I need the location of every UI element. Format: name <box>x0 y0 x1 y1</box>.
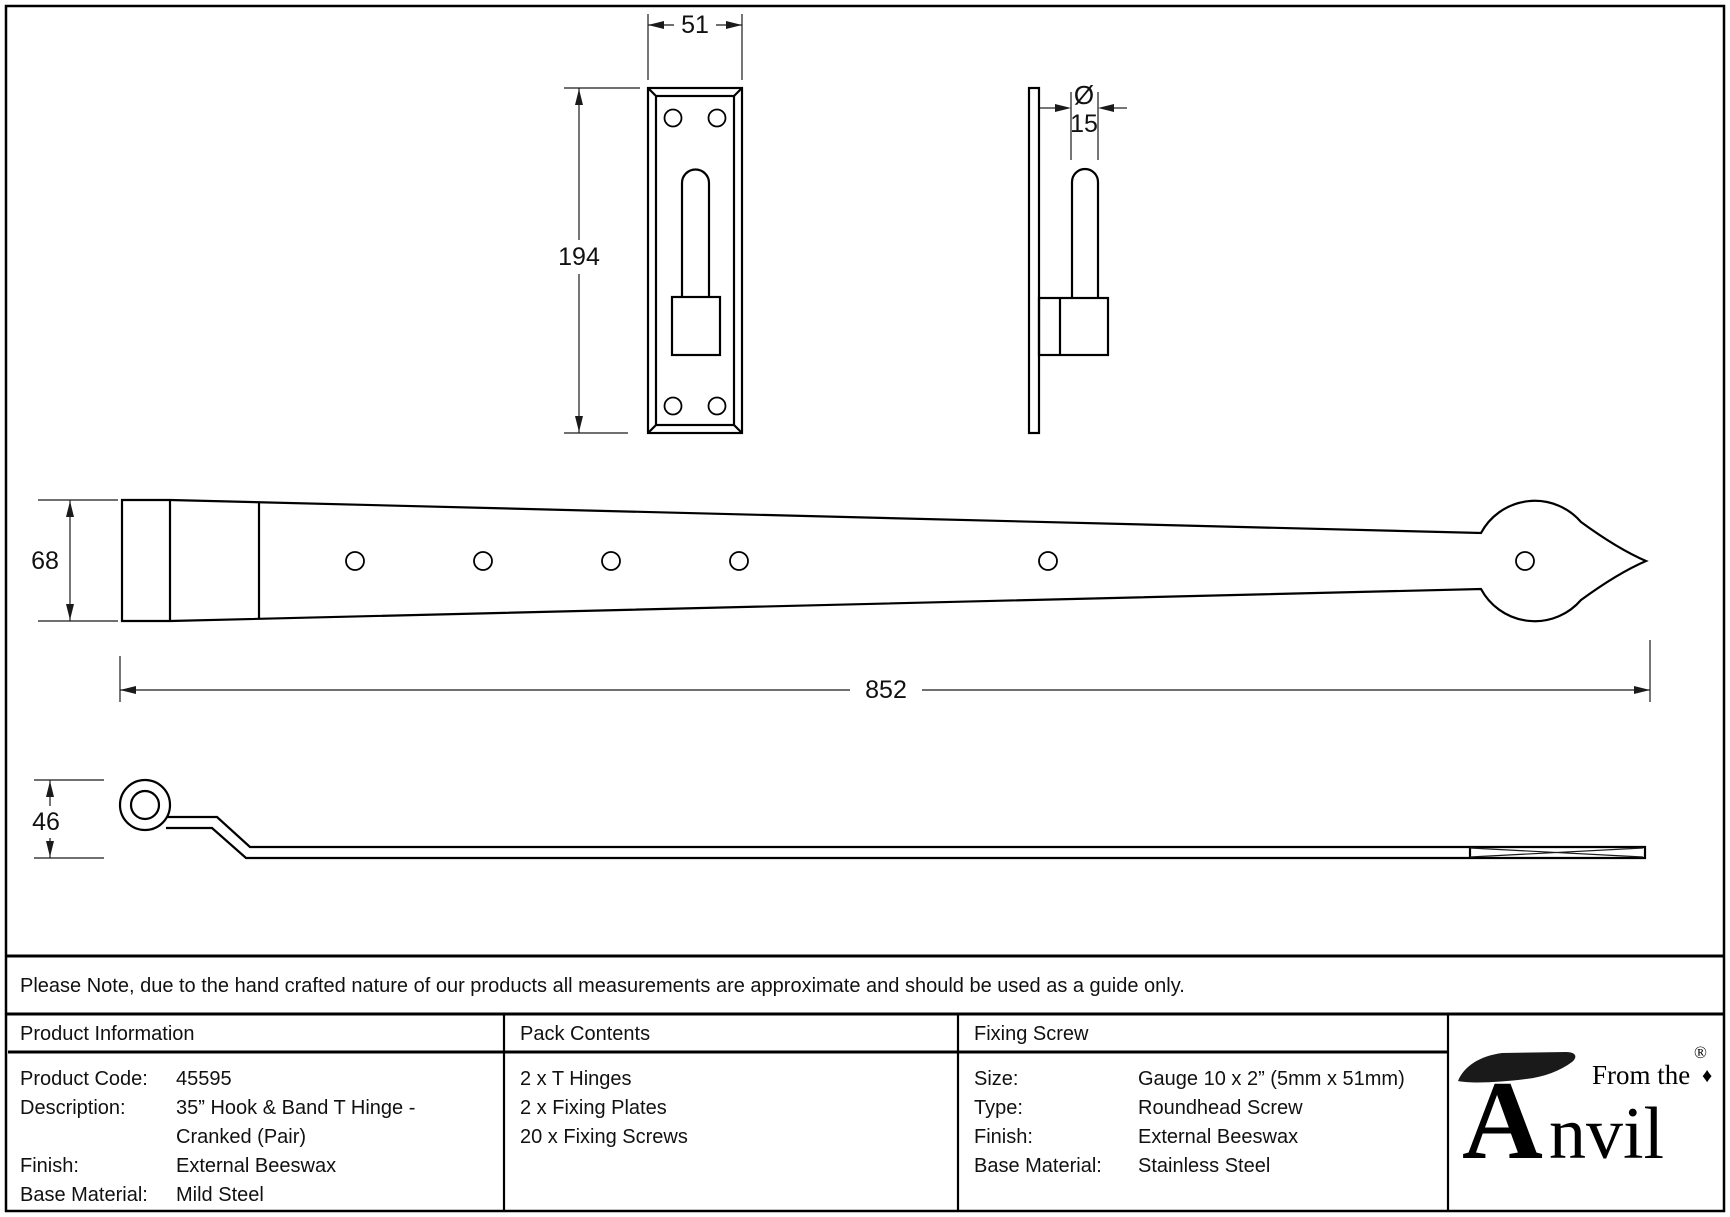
arrowhead <box>66 501 74 517</box>
dim-pin-diameter: Ø 15 <box>1040 80 1127 160</box>
dim-plate-height: 194 <box>558 87 640 434</box>
dim-plate-width: 51 <box>647 11 743 80</box>
pack-item: 2 x T Hinges <box>520 1068 632 1090</box>
logo-diamond-icon: ♦ <box>1702 1065 1712 1087</box>
dim-label-plate-height: 194 <box>558 243 600 271</box>
band-eye-outer <box>118 778 172 832</box>
row-value: 45595 <box>176 1068 232 1090</box>
band-screw-hole <box>1038 551 1058 571</box>
hinge-band-plan-view <box>120 498 1649 623</box>
pintle-block-side <box>1037 296 1110 357</box>
registered-trademark-icon: ® <box>1694 1043 1707 1062</box>
logo-name: nvil <box>1549 1093 1664 1175</box>
arrowhead <box>1098 104 1114 112</box>
plate-chamfer-tl <box>647 87 657 97</box>
header-fixing-screw: Fixing Screw <box>974 1023 1089 1045</box>
row-value: Stainless Steel <box>1138 1155 1270 1177</box>
arrowhead <box>46 841 54 857</box>
dim-label-band-length: 852 <box>865 676 907 704</box>
logo-initial: A <box>1462 1059 1543 1183</box>
pack-item: 20 x Fixing Screws <box>520 1126 688 1148</box>
pack-contents-column: 2 x T Hinges 2 x Fixing Plates 20 x Fixi… <box>520 1068 688 1148</box>
row-value: 35” Hook & Band T Hinge - <box>176 1097 415 1119</box>
arrowhead <box>575 89 583 105</box>
plate-slot <box>680 168 711 297</box>
band-outline <box>120 498 1649 623</box>
arrowhead <box>1055 104 1071 112</box>
plate-outer-rect <box>646 86 744 435</box>
row-label: Type: <box>974 1097 1023 1119</box>
fixing-plate-front-view <box>646 86 744 435</box>
arrowhead <box>575 416 583 432</box>
plate-bevel-rect <box>654 94 736 427</box>
plate-screw-hole <box>707 396 727 416</box>
band-eye-inner <box>129 789 161 821</box>
arrowhead <box>648 21 664 29</box>
anvil-icon <box>1458 1052 1576 1083</box>
row-label: Finish: <box>974 1126 1033 1148</box>
product-info-column: Product Code: 45595 Description: 35” Hoo… <box>20 1068 415 1206</box>
band-screw-hole <box>473 551 493 571</box>
row-value: Cranked (Pair) <box>176 1126 306 1148</box>
arrowhead <box>46 781 54 797</box>
page-border <box>4 4 1726 1213</box>
arrowhead <box>120 686 136 694</box>
dim-label-pin-dia: 15 <box>1070 110 1098 138</box>
pack-item: 2 x Fixing Plates <box>520 1097 667 1119</box>
header-product-information: Product Information <box>20 1023 195 1045</box>
disclaimer-note: Please Note, due to the hand crafted nat… <box>20 975 1185 997</box>
fixing-plate-side-view <box>1027 86 1110 435</box>
plate-chamfer-tr <box>733 87 743 97</box>
row-value: Gauge 10 x 2” (5mm x 51mm) <box>1138 1068 1405 1090</box>
dim-label-band-width: 68 <box>31 547 59 575</box>
pintle-pin <box>1070 167 1100 298</box>
row-label: Finish: <box>20 1155 79 1177</box>
cranked-strap <box>166 815 1647 860</box>
dim-band-length: 852 <box>119 640 1651 704</box>
cranked-band-side-view <box>118 778 1647 860</box>
dim-label-crank-height: 46 <box>32 808 60 836</box>
row-value: External Beeswax <box>176 1155 336 1177</box>
from-the-anvil-logo: A nvil From the ♦ ® <box>1458 1043 1712 1183</box>
row-value: Roundhead Screw <box>1138 1097 1303 1119</box>
dim-label-dia-symbol: Ø <box>1074 80 1094 110</box>
band-screw-hole <box>729 551 749 571</box>
plate-chamfer-br <box>733 424 743 434</box>
row-label: Size: <box>974 1068 1018 1090</box>
logo-tagline: From the <box>1592 1060 1690 1090</box>
row-label: Base Material: <box>974 1155 1102 1177</box>
header-pack-contents: Pack Contents <box>520 1023 650 1045</box>
row-label: Product Code: <box>20 1068 148 1090</box>
plate-screw-hole <box>663 396 683 416</box>
arrowhead <box>66 604 74 620</box>
strap-taper-diagonal <box>1469 847 1644 858</box>
dim-crank-height: 46 <box>32 779 104 859</box>
fixing-screw-column: Size: Gauge 10 x 2” (5mm x 51mm) Type: R… <box>974 1068 1405 1177</box>
row-label: Base Material: <box>20 1184 148 1206</box>
band-screw-hole <box>601 551 621 571</box>
spear-screw-hole <box>1515 551 1535 571</box>
plate-chamfer-bl <box>647 424 657 434</box>
band-screw-hole <box>345 551 365 571</box>
plate-edge <box>1027 86 1041 435</box>
arrowhead <box>1634 686 1650 694</box>
plate-pintle-block <box>670 295 722 357</box>
row-label: Description: <box>20 1097 126 1119</box>
arrowhead <box>726 21 742 29</box>
row-value: External Beeswax <box>1138 1126 1298 1148</box>
plate-screw-hole <box>707 108 727 128</box>
info-table: Please Note, due to the hand crafted nat… <box>6 954 1724 1210</box>
row-value: Mild Steel <box>176 1184 264 1206</box>
dim-label-plate-width: 51 <box>681 11 709 39</box>
dim-band-width: 68 <box>31 499 118 622</box>
plate-screw-hole <box>663 108 683 128</box>
